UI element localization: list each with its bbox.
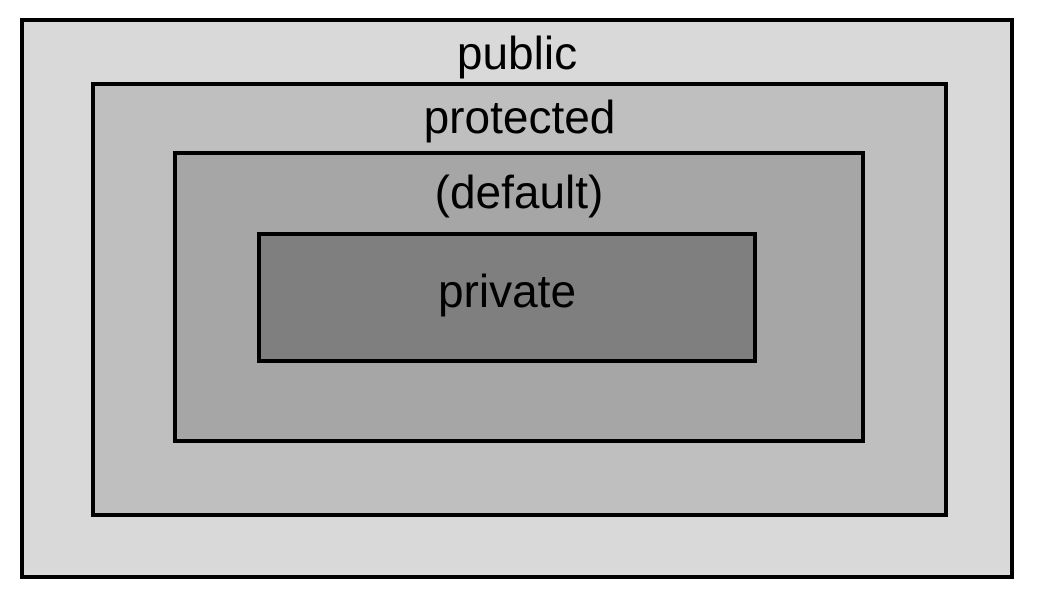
public-scope-box: public protected (default) private <box>20 18 1014 579</box>
private-scope-box: private <box>257 232 757 363</box>
protected-label: protected <box>423 91 616 143</box>
default-scope-box: (default) private <box>173 151 865 443</box>
private-label: private <box>437 265 577 317</box>
protected-scope-box: protected (default) private <box>91 82 948 517</box>
default-label: (default) <box>434 166 604 218</box>
public-label: public <box>456 27 578 79</box>
